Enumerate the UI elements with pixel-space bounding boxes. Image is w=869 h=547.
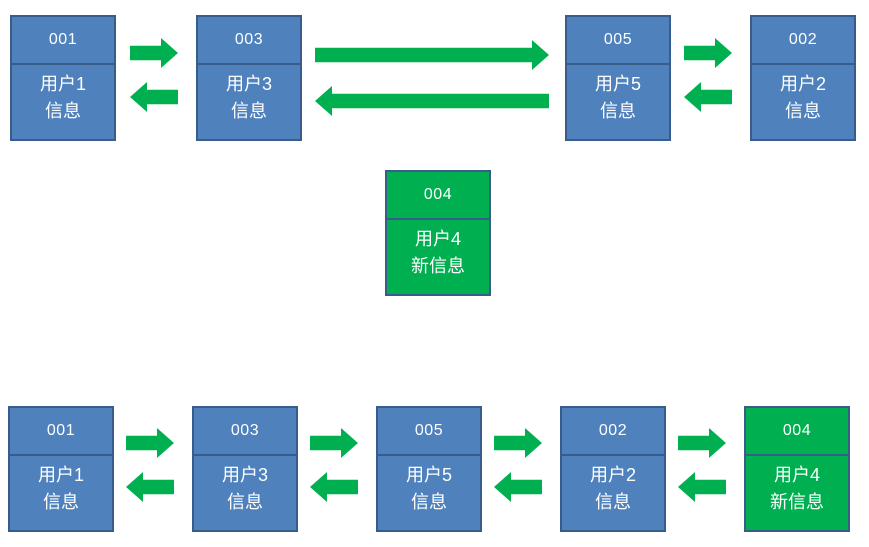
node-id: 002 <box>562 408 664 456</box>
right-arrow-icon <box>130 38 178 68</box>
left-arrow-icon <box>310 472 358 502</box>
node-top-005: 005 用户5 信息 <box>565 15 671 141</box>
node-label-line1: 用户1 <box>37 465 84 485</box>
node-label: 用户3 信息 <box>198 65 300 125</box>
left-arrow-icon <box>678 472 726 502</box>
node-id: 002 <box>752 17 854 65</box>
node-id: 001 <box>12 17 114 65</box>
node-label: 用户4 新信息 <box>746 456 848 516</box>
node-label-line1: 用户4 <box>414 229 461 249</box>
node-label: 用户5 信息 <box>567 65 669 125</box>
right-arrow-icon <box>678 428 726 458</box>
node-label-line2: 信息 <box>785 101 821 121</box>
node-id: 004 <box>387 172 489 220</box>
node-label-line1: 用户1 <box>39 74 86 94</box>
node-label: 用户3 信息 <box>194 456 296 516</box>
node-label-line1: 用户5 <box>405 465 452 485</box>
node-label-line2: 新信息 <box>411 256 465 276</box>
node-bottom-002: 002 用户2 信息 <box>560 406 666 532</box>
right-arrow-icon <box>684 38 732 68</box>
node-top-001: 001 用户1 信息 <box>10 15 116 141</box>
node-id: 005 <box>378 408 480 456</box>
node-label-line2: 信息 <box>231 101 267 121</box>
node-id: 004 <box>746 408 848 456</box>
node-label: 用户1 信息 <box>10 456 112 516</box>
node-label-line2: 信息 <box>411 492 447 512</box>
node-id: 003 <box>194 408 296 456</box>
node-label: 用户2 信息 <box>752 65 854 125</box>
right-arrow-icon <box>310 428 358 458</box>
node-label-line1: 用户3 <box>225 74 272 94</box>
node-label-line2: 信息 <box>227 492 263 512</box>
node-label-line2: 新信息 <box>770 492 824 512</box>
long-left-arrow-icon <box>315 86 549 116</box>
node-label-line1: 用户3 <box>221 465 268 485</box>
node-label-line2: 信息 <box>595 492 631 512</box>
left-arrow-icon <box>130 82 178 112</box>
node-top-002: 002 用户2 信息 <box>750 15 856 141</box>
node-id: 005 <box>567 17 669 65</box>
node-bottom-004: 004 用户4 新信息 <box>744 406 850 532</box>
node-bottom-005: 005 用户5 信息 <box>376 406 482 532</box>
node-label: 用户1 信息 <box>12 65 114 125</box>
node-insert-004: 004 用户4 新信息 <box>385 170 491 296</box>
node-label-line2: 信息 <box>600 101 636 121</box>
node-id: 001 <box>10 408 112 456</box>
node-label-line1: 用户4 <box>773 465 820 485</box>
node-label: 用户5 信息 <box>378 456 480 516</box>
node-bottom-001: 001 用户1 信息 <box>8 406 114 532</box>
node-label-line2: 信息 <box>45 101 81 121</box>
long-right-arrow-icon <box>315 40 549 70</box>
node-bottom-003: 003 用户3 信息 <box>192 406 298 532</box>
left-arrow-icon <box>126 472 174 502</box>
node-label-line2: 信息 <box>43 492 79 512</box>
left-arrow-icon <box>494 472 542 502</box>
node-top-003: 003 用户3 信息 <box>196 15 302 141</box>
right-arrow-icon <box>494 428 542 458</box>
right-arrow-icon <box>126 428 174 458</box>
node-label-line1: 用户2 <box>589 465 636 485</box>
node-id: 003 <box>198 17 300 65</box>
node-label: 用户2 信息 <box>562 456 664 516</box>
left-arrow-icon <box>684 82 732 112</box>
node-label-line1: 用户5 <box>594 74 641 94</box>
node-label: 用户4 新信息 <box>387 220 489 280</box>
node-label-line1: 用户2 <box>779 74 826 94</box>
